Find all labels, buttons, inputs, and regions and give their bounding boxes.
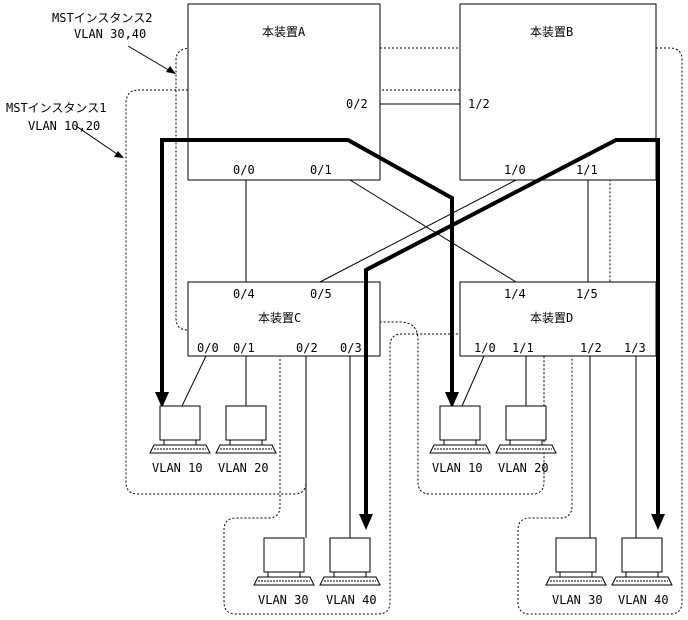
- pc-icon: [495, 405, 557, 454]
- device-c-box: [187, 281, 381, 357]
- terminal-c-vlan30-label: VLAN 30: [258, 593, 309, 607]
- terminal-c-vlan30: [253, 537, 315, 586]
- port-c-0-2: 0/2: [296, 341, 318, 355]
- port-d-1-1: 1/1: [512, 341, 534, 355]
- terminal-c-vlan40: [319, 537, 381, 586]
- terminal-d-vlan20: [495, 405, 557, 454]
- port-b-1-2: 1/2: [468, 97, 490, 111]
- port-d-1-3: 1/3: [624, 341, 646, 355]
- terminal-c-vlan40-label: VLAN 40: [326, 593, 377, 607]
- link-a-d: [349, 179, 517, 283]
- mst2-callout-arrow: [127, 45, 173, 73]
- terminal-c-vlan20: [215, 405, 277, 454]
- link-c-term10: [181, 355, 207, 407]
- arrowhead-c-term40: [359, 514, 373, 530]
- mst1-vlans: VLAN 10,20: [28, 119, 100, 133]
- port-d-1-2: 1/2: [580, 341, 602, 355]
- device-b-box: [459, 3, 657, 181]
- pc-icon: [215, 405, 277, 454]
- mst2-title: MSTインスタンス2: [52, 11, 152, 25]
- link-b-c: [319, 179, 517, 283]
- mst1-title: MSTインスタンス1: [6, 101, 106, 115]
- path-mst1-to-d: [186, 138, 454, 394]
- pc-icon: [319, 537, 381, 586]
- path-mst2-to-c: [364, 138, 660, 516]
- mst1-callout-arrowhead: [114, 151, 124, 158]
- terminal-d-vlan30-label: VLAN 30: [552, 593, 603, 607]
- port-a-0-2: 0/2: [346, 97, 368, 111]
- terminal-d-vlan20-label: VLAN 20: [498, 461, 549, 475]
- terminal-d-vlan30: [545, 537, 607, 586]
- device-a-title: 本装置A: [262, 25, 306, 39]
- mst1-region: [125, 89, 611, 495]
- terminal-c-vlan10-label: VLAN 10: [152, 461, 203, 475]
- mst2-vlans: VLAN 30,40: [74, 27, 146, 41]
- link-d-term10: [461, 355, 485, 407]
- arrowhead-d-term10: [445, 392, 459, 408]
- port-d-1-4: 1/4: [504, 287, 526, 301]
- port-d-1-5: 1/5: [576, 287, 598, 301]
- pc-icon: [429, 405, 491, 454]
- pc-icon: [253, 537, 315, 586]
- pc-icon: [611, 537, 673, 586]
- device-d-title: 本装置D: [530, 311, 573, 325]
- terminal-c-vlan10: [149, 405, 211, 454]
- terminal-d-vlan10-label: VLAN 10: [432, 461, 483, 475]
- port-c-0-4: 0/4: [233, 287, 255, 301]
- mst1-callout-arrow: [75, 125, 121, 157]
- port-c-0-3: 0/3: [340, 341, 362, 355]
- terminal-c-vlan20-label: VLAN 20: [218, 461, 269, 475]
- port-b-1-1: 1/1: [576, 163, 598, 177]
- terminal-d-vlan10: [429, 405, 491, 454]
- mst2-callout-arrowhead: [166, 66, 176, 74]
- pc-icon: [545, 537, 607, 586]
- device-a-box: [187, 3, 381, 181]
- path-mst1-to-c: [160, 138, 186, 394]
- pc-icon: [149, 405, 211, 454]
- port-b-1-0: 1/0: [504, 163, 526, 177]
- port-a-0-0: 0/0: [233, 163, 255, 177]
- arrowhead-d-term40: [651, 514, 665, 530]
- port-c-0-5: 0/5: [310, 287, 332, 301]
- port-c-0-1: 0/1: [233, 341, 255, 355]
- port-a-0-1: 0/1: [310, 163, 332, 177]
- port-d-1-0: 1/0: [474, 341, 496, 355]
- device-d-box: [459, 281, 657, 357]
- terminal-d-vlan40-label: VLAN 40: [618, 593, 669, 607]
- port-c-0-0: 0/0: [197, 341, 219, 355]
- arrowhead-c-term10: [155, 392, 169, 408]
- device-b-title: 本装置B: [530, 25, 573, 39]
- terminal-d-vlan40: [611, 537, 673, 586]
- device-c-title: 本装置C: [258, 311, 301, 325]
